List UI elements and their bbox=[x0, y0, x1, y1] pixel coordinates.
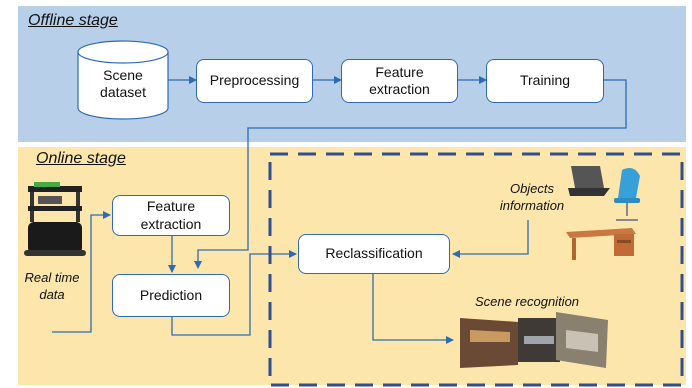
laptop-image bbox=[568, 166, 610, 196]
online-feature-line2: extraction bbox=[140, 215, 202, 232]
offline-feature-line1: Feature bbox=[375, 63, 424, 80]
preprocessing-box: Preprocessing bbox=[196, 59, 313, 103]
scene-dataset-cylinder bbox=[77, 40, 169, 120]
realtime-data-label: Real time data bbox=[20, 270, 84, 304]
arrow-objects-reclassification bbox=[452, 220, 529, 258]
objects-information-label: Objects information bbox=[492, 181, 572, 215]
chair-image bbox=[614, 168, 640, 221]
reclassification-box: Reclassification bbox=[298, 234, 450, 274]
arrow-realtime-feature bbox=[52, 211, 111, 333]
dashed-reclassification-region bbox=[268, 152, 684, 387]
offline-stage-title: Offline stage bbox=[28, 12, 118, 29]
desk-image bbox=[566, 228, 636, 260]
arrow-reclassification-scene bbox=[372, 274, 454, 344]
scene-recognition-label: Scene recognition bbox=[474, 294, 580, 309]
arrow-prediction-reclassification bbox=[171, 250, 297, 336]
objects-line2: information bbox=[499, 197, 565, 213]
online-stage-title: Online stage bbox=[36, 150, 126, 167]
realtime-line2: data bbox=[39, 286, 65, 302]
offline-feature-line2: extraction bbox=[369, 81, 430, 97]
arrow-training-prediction bbox=[194, 79, 627, 269]
robot-image bbox=[24, 182, 86, 256]
scene-photos-image bbox=[460, 312, 608, 368]
scene-dataset-line2: dataset bbox=[100, 84, 146, 100]
online-feature-line1: Feature bbox=[146, 198, 196, 214]
scene-dataset-line1: Scene bbox=[103, 66, 143, 83]
prediction-box: Prediction bbox=[112, 274, 230, 317]
realtime-line1: Real time bbox=[24, 270, 80, 285]
objects-line1: Objects bbox=[509, 181, 555, 196]
training-box: Training bbox=[486, 59, 604, 103]
